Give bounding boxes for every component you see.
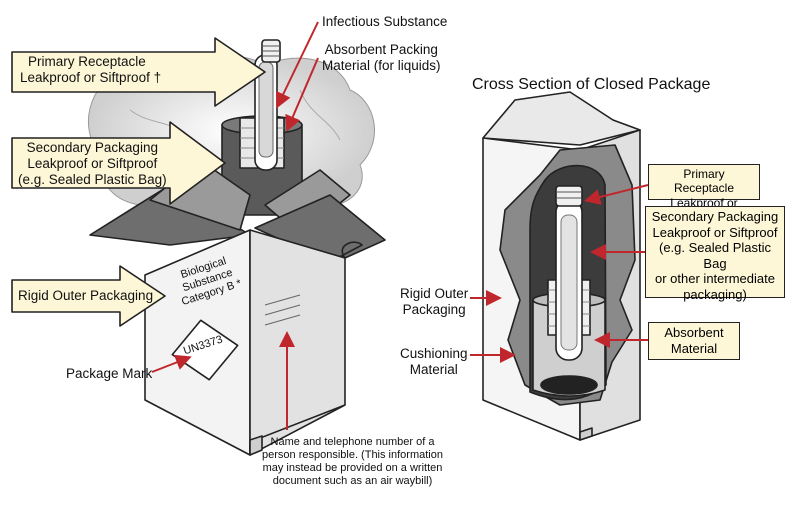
label-cushioning-material: Cushioning Material bbox=[400, 346, 468, 378]
rc-rigid-line-1: Rigid Outer bbox=[400, 286, 469, 301]
rc-cushion-line-1: Cushioning bbox=[400, 346, 468, 361]
left-open-package bbox=[87, 39, 386, 456]
left-callout-arrows bbox=[151, 21, 319, 430]
primary-receptacle-line-2: Leakproof or Siftproof † bbox=[20, 69, 162, 85]
arrow-label-secondary-packaging: Secondary Packaging Leakproof or Siftpro… bbox=[18, 140, 167, 188]
box-label-absorbent: Absorbent Material bbox=[648, 322, 740, 360]
responsible-person-line-1: Name and telephone number of a bbox=[270, 436, 435, 448]
callout-responsible-person: Name and telephone number of a person re… bbox=[262, 436, 443, 488]
absorbent-packing-line-2: Material (for liquids) bbox=[322, 57, 441, 73]
rc-secondary-line-5: packaging) bbox=[683, 286, 747, 302]
rc-cushion-line-2: Material bbox=[409, 361, 458, 377]
left-arrows bbox=[11, 37, 266, 327]
rc-primary-line-1: Primary Receptacle bbox=[673, 167, 735, 196]
rc-secondary-line-2: Leakproof or Siftproof bbox=[652, 224, 778, 240]
outer-box-top bbox=[482, 91, 641, 146]
callout-infectious-substance: Infectious Substance bbox=[322, 14, 448, 29]
box-label-primary-receptacle: Primary Receptacle Leakproof or Siftproo… bbox=[648, 164, 760, 224]
responsible-person-line-2: person responsible. (This information bbox=[262, 448, 443, 461]
address-lines bbox=[264, 294, 301, 326]
arrow-label-rigid-outer: Rigid Outer Packaging bbox=[18, 288, 153, 304]
right-cross-section bbox=[482, 91, 641, 441]
responsible-person-line-4: document such as an air waybill) bbox=[272, 474, 433, 487]
rc-secondary-line-3: (e.g. Sealed Plastic Bag bbox=[658, 240, 771, 271]
secondary-packaging-line-1: Secondary Packaging bbox=[26, 140, 158, 155]
rc-absorbent-line-2: Material bbox=[670, 340, 718, 356]
arrow-label-primary-receptacle: Primary Receptacle Leakproof or Siftproo… bbox=[20, 54, 161, 86]
secondary-packaging-line-2: Leakproof or Siftproof bbox=[27, 155, 158, 171]
responsible-person-line-3: may instead be provided on a written bbox=[262, 461, 443, 474]
rc-absorbent-line-1: Absorbent bbox=[664, 325, 724, 340]
rc-secondary-line-4: or other intermediate bbox=[655, 271, 775, 287]
rc-secondary-line-1: Secondary Packaging bbox=[651, 209, 779, 224]
box-flap-right bbox=[254, 194, 386, 263]
label-rigid-outer-packaging: Rigid Outer Packaging bbox=[400, 286, 468, 318]
primary-receptacle-line-1: Primary Receptacle bbox=[28, 54, 146, 69]
cross-section-title: Cross Section of Closed Package bbox=[472, 76, 711, 93]
box-side-face bbox=[249, 229, 346, 456]
arrow-rigid-outer bbox=[11, 265, 166, 327]
rigid-outer-line-1: Rigid Outer Packaging bbox=[18, 288, 154, 303]
absorbent-packing-line-1: Absorbent Packing bbox=[324, 42, 438, 57]
inner-tube-cap bbox=[555, 185, 583, 207]
secondary-packaging-line-3: (e.g. Sealed Plastic Bag) bbox=[18, 171, 167, 187]
callout-package-mark: Package Mark bbox=[66, 366, 153, 381]
box-label-secondary-packaging: Secondary Packaging Leakproof or Siftpro… bbox=[645, 206, 785, 302]
arrow-secondary-packaging bbox=[11, 121, 226, 205]
rc-rigid-line-2: Packaging bbox=[402, 301, 466, 317]
callout-absorbent-packing: Absorbent Packing Material (for liquids) bbox=[322, 42, 441, 74]
arrow-primary-receptacle bbox=[11, 37, 266, 107]
right-callout-arrows bbox=[470, 184, 649, 363]
